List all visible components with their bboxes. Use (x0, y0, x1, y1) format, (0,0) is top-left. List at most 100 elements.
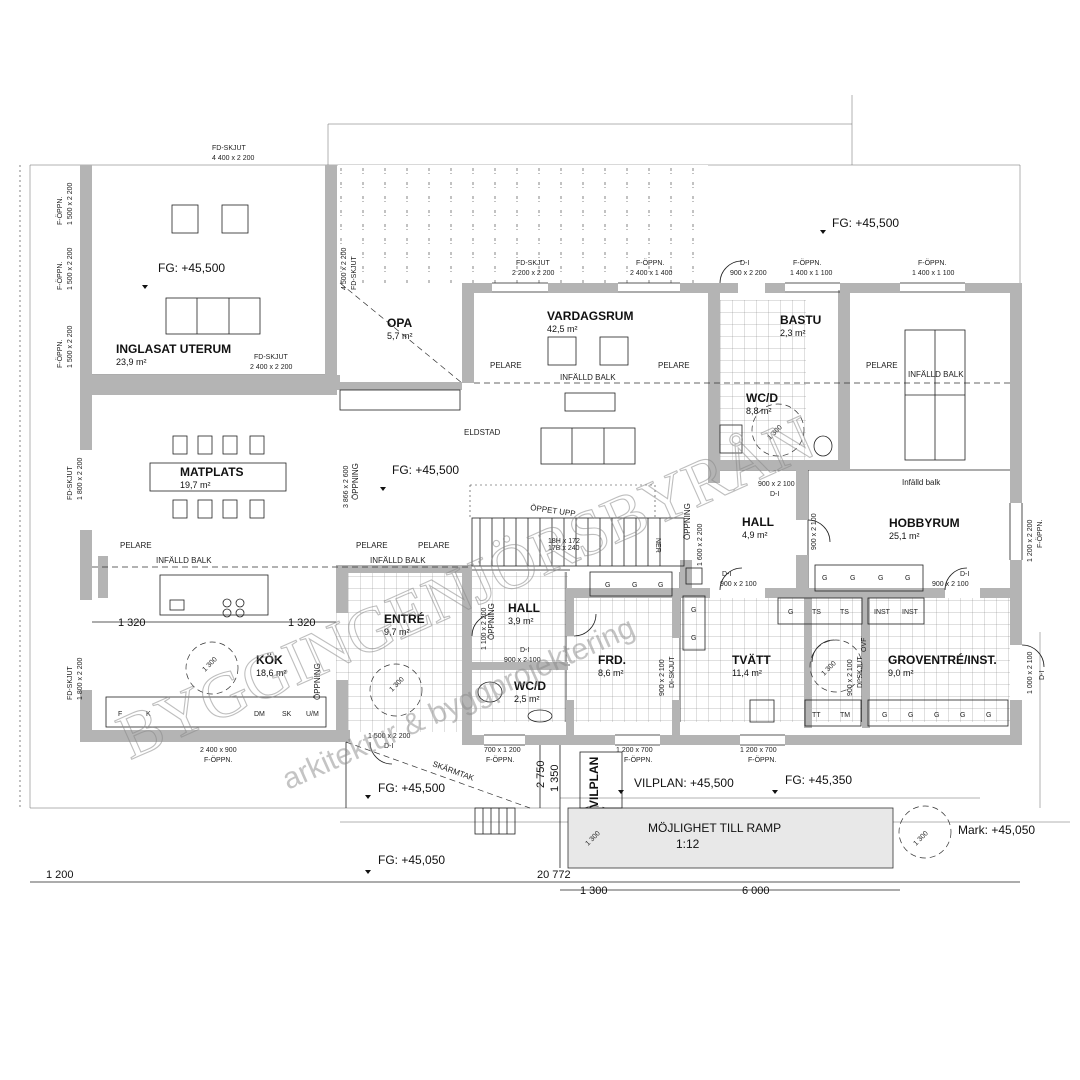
pelare-label-2: PELARE (658, 361, 690, 370)
fix-sk: SK (282, 711, 292, 718)
fix-g-5: G (605, 582, 610, 589)
room-name-hobbyrum: HOBBYRUM (889, 516, 960, 530)
opening-3866: 3 866 x 2 600 (343, 465, 350, 508)
windows (484, 282, 1023, 746)
opening-specs: FD-SKJUT 4 400 x 2 200 FD-SKJUT 2 400 x … (56, 145, 1046, 764)
room-name-wcd1: WC/D (746, 391, 778, 405)
opening-1800-a: 1 800 x 2 200 (77, 457, 84, 500)
opening-900-2100-a: 900 x 2 100 (758, 481, 795, 488)
opening-700-1200: 700 x 1 200 (484, 747, 521, 754)
opening-2400-900: 2 400 x 900 (200, 747, 237, 754)
room-area-vardagsrum: 42,5 m² (547, 324, 578, 334)
opening-900-2100-f: 900 x 2 100 (659, 659, 666, 696)
opening-1000: 1 000 x 2 100 (1027, 651, 1034, 694)
opening-900-2100-b: 900 x 2 100 (720, 581, 757, 588)
fix-g-2: G (850, 575, 855, 582)
opening-1800-b: 1 800 x 2 200 (77, 657, 84, 700)
di-hall-b: D-I (722, 571, 731, 578)
dim-1300-bottom: 1 300 (580, 885, 608, 897)
fix-inst-2: INST (902, 609, 919, 616)
fix-tt: TT (812, 712, 821, 719)
fix-g-11: G (882, 712, 887, 719)
ovf-label: OVF (861, 638, 868, 652)
level-mark: Mark: +45,050 (958, 823, 1035, 837)
room-name-opa: OPA (387, 316, 412, 330)
fix-g-6: G (632, 582, 637, 589)
di-groventre: D-I (1039, 671, 1046, 680)
oppning-label-4: ÖPPNING (487, 603, 496, 640)
room-area-hobbyrum: 25,1 m² (889, 531, 920, 541)
fix-ts-1: TS (812, 609, 821, 616)
eldstad-label: ELDSTAD (464, 428, 501, 437)
room-area-kok: 18,6 m² (256, 668, 287, 678)
opening-1200-700-a: 1 200 x 700 (616, 747, 653, 754)
di-skjut-tvatt: DI-SKJUT (857, 656, 864, 688)
furniture (105, 204, 1009, 728)
opening-1600: 1 600 x 2 200 (697, 523, 704, 566)
di-entry: D-I (384, 743, 393, 750)
opa-void (339, 282, 463, 384)
dim-6000: 6 000 (742, 885, 770, 897)
dimension-lines (30, 621, 1020, 891)
fix-k: K (146, 711, 151, 718)
fd-skjut-top: FD-SKJUT (212, 145, 247, 152)
fix-um: U/M (306, 711, 319, 718)
pelare-label-3: PELARE (866, 361, 898, 370)
f-oppn-wc: F-ÖPPN. (486, 756, 514, 764)
tiled-areas (336, 300, 1010, 732)
fix-tm: TM (840, 712, 850, 719)
dim-1320-a: 1 320 (118, 617, 146, 629)
f-oppn-hobby: F-ÖPPN. (918, 259, 946, 267)
fix-inst-1: INST (874, 609, 891, 616)
fix-g-14: G (960, 712, 965, 719)
fix-ts-2: TS (840, 609, 849, 616)
fix-dm: DM (254, 711, 265, 718)
dim-1200: 1 200 (46, 869, 74, 881)
opening-900-2100-g: 900 x 2 100 (847, 659, 854, 696)
oppning-label-1: ÖPPNING (351, 463, 360, 500)
room-name-tvatt: TVÄTT (732, 652, 771, 667)
di-hobby: D-I (960, 571, 969, 578)
infalld-balk-label-5: Infälld balk (902, 478, 941, 487)
opening-1400-1100-a: 1 400 x 1 100 (790, 270, 833, 277)
f-oppn-frd: F-ÖPPN. (624, 756, 652, 764)
fix-g-8: G (691, 607, 696, 614)
fix-g-1: G (822, 575, 827, 582)
infalld-balk-label-4: INFÄLLD BALK (370, 556, 426, 565)
dim-1300-ramp-b: 1 300 (912, 830, 929, 847)
construction-lines (19, 95, 1070, 823)
room-area-bastu: 2,3 m² (780, 328, 806, 338)
opening-1500-a: 1 500 x 2 200 (67, 182, 74, 225)
opening-2400-1400: 2 400 x 1 400 (630, 270, 673, 277)
ramp-ratio: 1:12 (676, 837, 700, 851)
room-name-groventre: GROVENTRÉ/INST. (888, 652, 997, 667)
di-hall2: D-I (520, 647, 529, 654)
walls (80, 165, 1022, 745)
pelare-label-1: PELARE (490, 361, 522, 370)
infalld-balk-label-1: INFÄLLD BALK (560, 373, 616, 382)
opening-1200-700-b: 1 200 x 700 (740, 747, 777, 754)
oppning-label-2: ÖPPNING (683, 503, 692, 540)
annotations: PELARE PELARE PELARE PELARE PELARE PELAR… (120, 361, 964, 851)
oppning-label-3: ÖPPNING (313, 663, 322, 700)
room-area-entre: 9,7 m² (384, 627, 410, 637)
pelare-label-4: PELARE (120, 541, 152, 550)
room-labels: INGLASAT UTERUM 23,9 m² OPA 5,7 m² VARDA… (116, 309, 997, 704)
opening-900-2100-e: 900 x 2 100 (811, 513, 818, 550)
beams (92, 382, 1010, 568)
room-area-groventre: 9,0 m² (888, 668, 914, 678)
room-name-wcd2: WC/D (514, 679, 546, 693)
f-oppn-left-2: F-ÖPPN. (56, 262, 64, 290)
room-name-inglasat: INGLASAT UTERUM (116, 342, 231, 356)
fd-skjut-living: FD-SKJUT (516, 260, 551, 267)
f-oppn-living: F-ÖPPN. (636, 259, 664, 267)
fd-skjut-uterum: FD-SKJUT (254, 354, 289, 361)
room-name-vardagsrum: VARDAGSRUM (547, 309, 633, 323)
level-fg-deck: FG: +45,500 (832, 216, 899, 230)
dim-1350: 1 350 (549, 764, 561, 792)
fix-g-15: G (986, 712, 991, 719)
ramp-label: MÖJLIGHET TILL RAMP (648, 821, 781, 835)
room-area-hall2: 3,9 m² (508, 616, 534, 626)
pergola-deck (338, 165, 708, 283)
opening-2200: 2 200 x 2 200 (512, 270, 555, 277)
